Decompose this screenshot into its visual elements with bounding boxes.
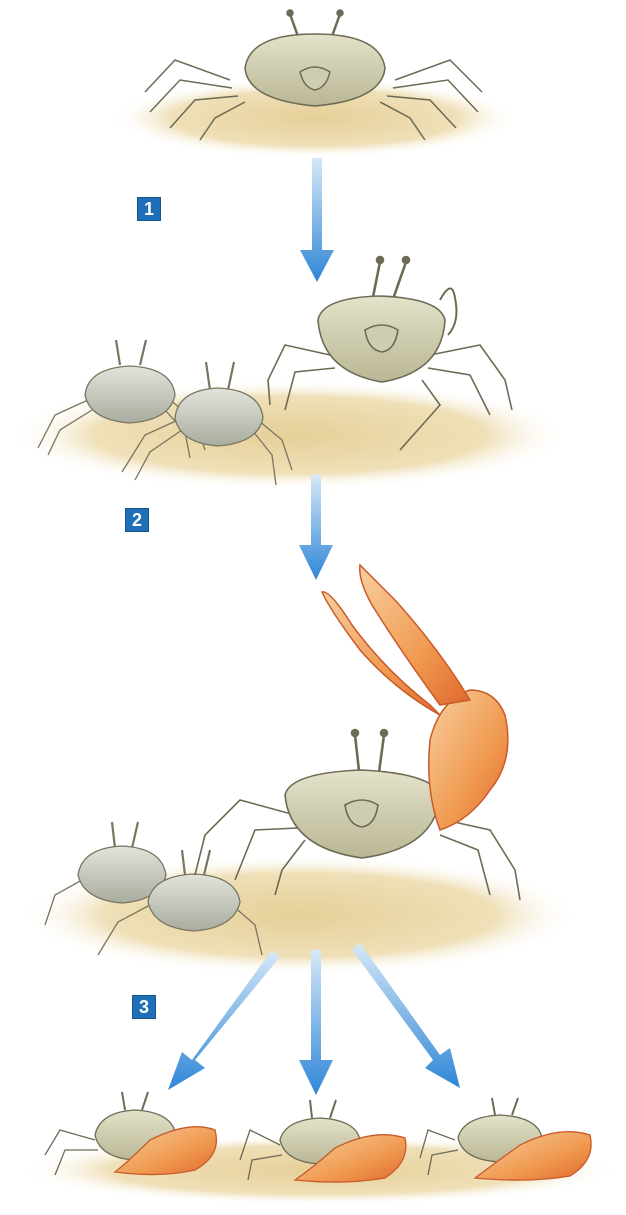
step-1-badge: 1 xyxy=(137,197,161,221)
step-3-badge: 3 xyxy=(132,995,156,1019)
step-2-badge: 2 xyxy=(125,508,149,532)
scene-1-single-crab xyxy=(110,10,520,158)
arrow-down-2 xyxy=(299,475,333,580)
scene-3-giant-claw xyxy=(20,565,580,975)
scene-2-crab-group xyxy=(10,257,570,491)
scene-4-offspring xyxy=(20,1092,620,1205)
arrow-down-1 xyxy=(300,158,334,282)
